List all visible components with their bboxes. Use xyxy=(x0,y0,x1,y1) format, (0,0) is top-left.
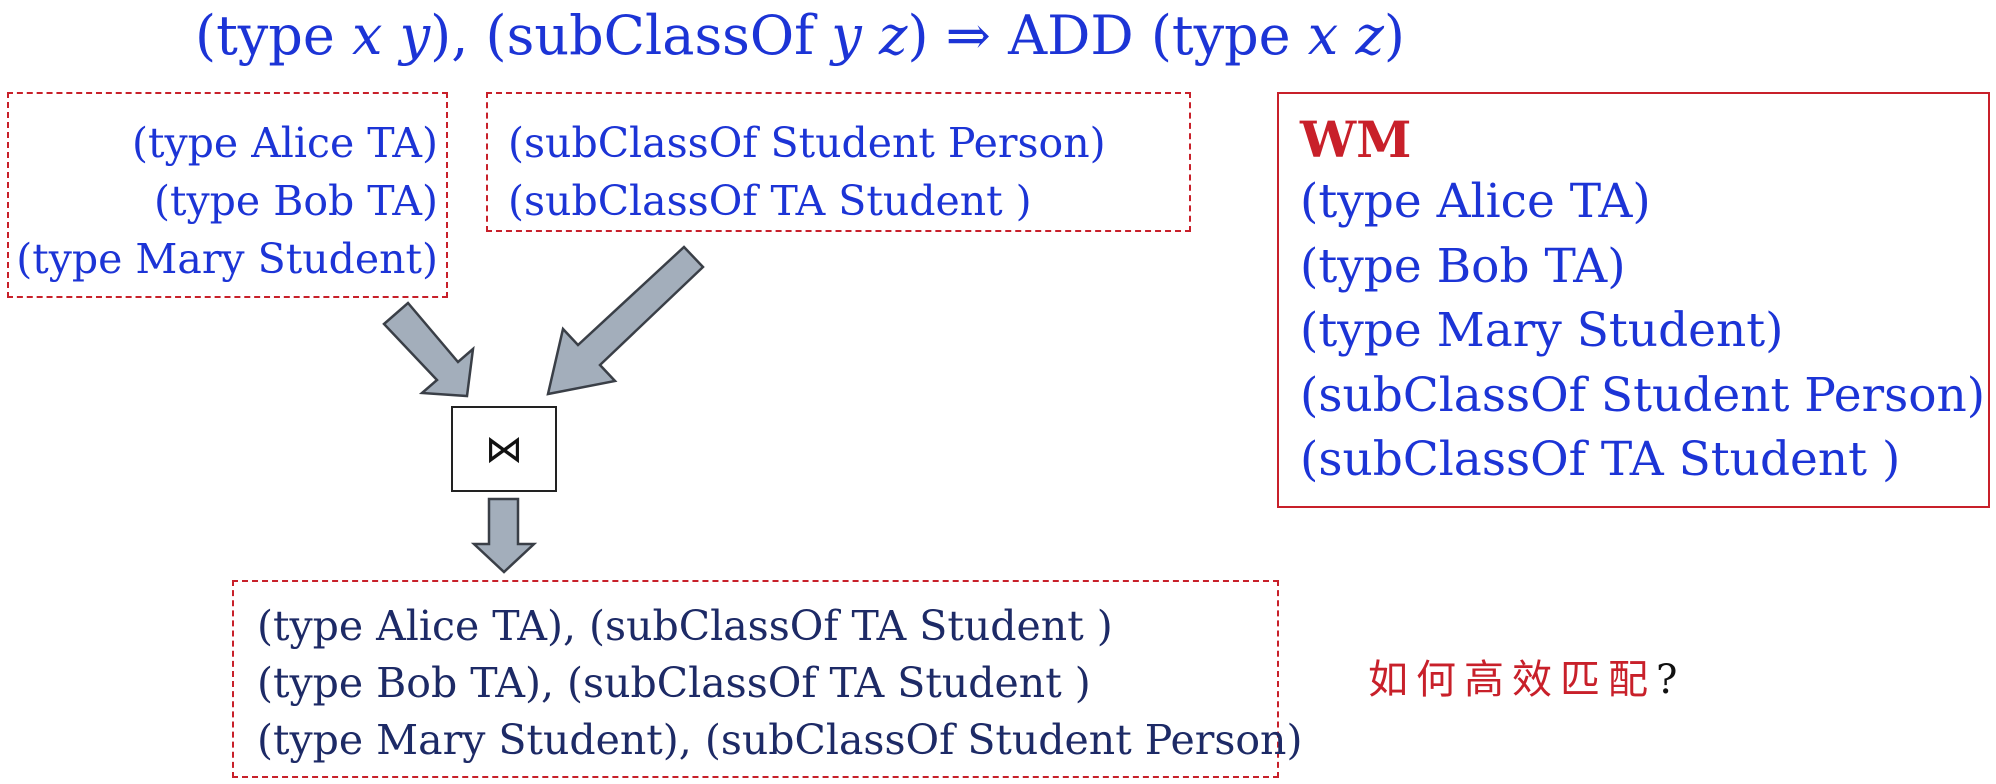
join-result: (type Alice TA), (subClassOf TA Student … xyxy=(257,602,1113,650)
type-fact: (type Bob TA) xyxy=(154,177,438,225)
question-text: 如何高效匹配? xyxy=(1368,652,1677,708)
rule-var-x-2: x xyxy=(1307,4,1339,67)
wm-fact: (subClassOf Student Person) xyxy=(1300,367,1986,423)
rule-var-x: x xyxy=(351,4,383,67)
subclass-facts-box: (subClassOf Student Person) (subClassOf … xyxy=(486,92,1191,232)
rule-var-y-2: y xyxy=(831,4,862,67)
rule-var-z-2: z xyxy=(1355,4,1384,67)
working-memory-box: WM (type Alice TA) (type Bob TA) (type M… xyxy=(1277,92,1990,508)
subclass-fact: (subClassOf Student Person) xyxy=(508,119,1106,167)
join-result: (type Mary Student), (subClassOf Student… xyxy=(257,716,1303,764)
subclass-fact: (subClassOf TA Student ) xyxy=(508,177,1032,225)
join-results-box: (type Alice TA), (subClassOf TA Student … xyxy=(232,580,1302,778)
working-memory-title: WM xyxy=(1300,110,1412,169)
arrow-from-types xyxy=(382,301,475,398)
arrow-to-results xyxy=(470,497,538,574)
rule-var-z: z xyxy=(878,4,908,67)
wm-fact: (type Bob TA) xyxy=(1300,238,1626,294)
type-fact: (type Mary Student) xyxy=(16,235,438,283)
rule-part-4: ) xyxy=(1383,4,1405,67)
rule-formula: (type x y), (subClassOf y z) ⇒ ADD (type… xyxy=(0,4,1600,68)
rule-part-2: ), (subClassOf xyxy=(430,4,832,67)
question-chinese: 如何高效匹配 xyxy=(1368,657,1656,703)
join-result: (type Bob TA), (subClassOf TA Student ) xyxy=(257,659,1091,707)
wm-fact: (type Mary Student) xyxy=(1300,303,1784,358)
type-facts-box: (type Alice TA) (type Bob TA) (type Mary… xyxy=(7,92,448,298)
join-node: ⋈ xyxy=(451,406,557,492)
rule-var-y: y xyxy=(399,4,431,67)
type-fact: (type Alice TA) xyxy=(132,119,438,167)
question-mark: ? xyxy=(1656,657,1678,703)
rule-part-1: (type xyxy=(195,4,352,67)
arrow-from-subclass xyxy=(546,245,705,396)
wm-fact: (subClassOf TA Student ) xyxy=(1300,432,1901,487)
rule-part-3: ) ⇒ ADD (type xyxy=(907,4,1308,67)
join-symbol: ⋈ xyxy=(485,427,523,471)
wm-fact: (type Alice TA) xyxy=(1300,174,1651,229)
